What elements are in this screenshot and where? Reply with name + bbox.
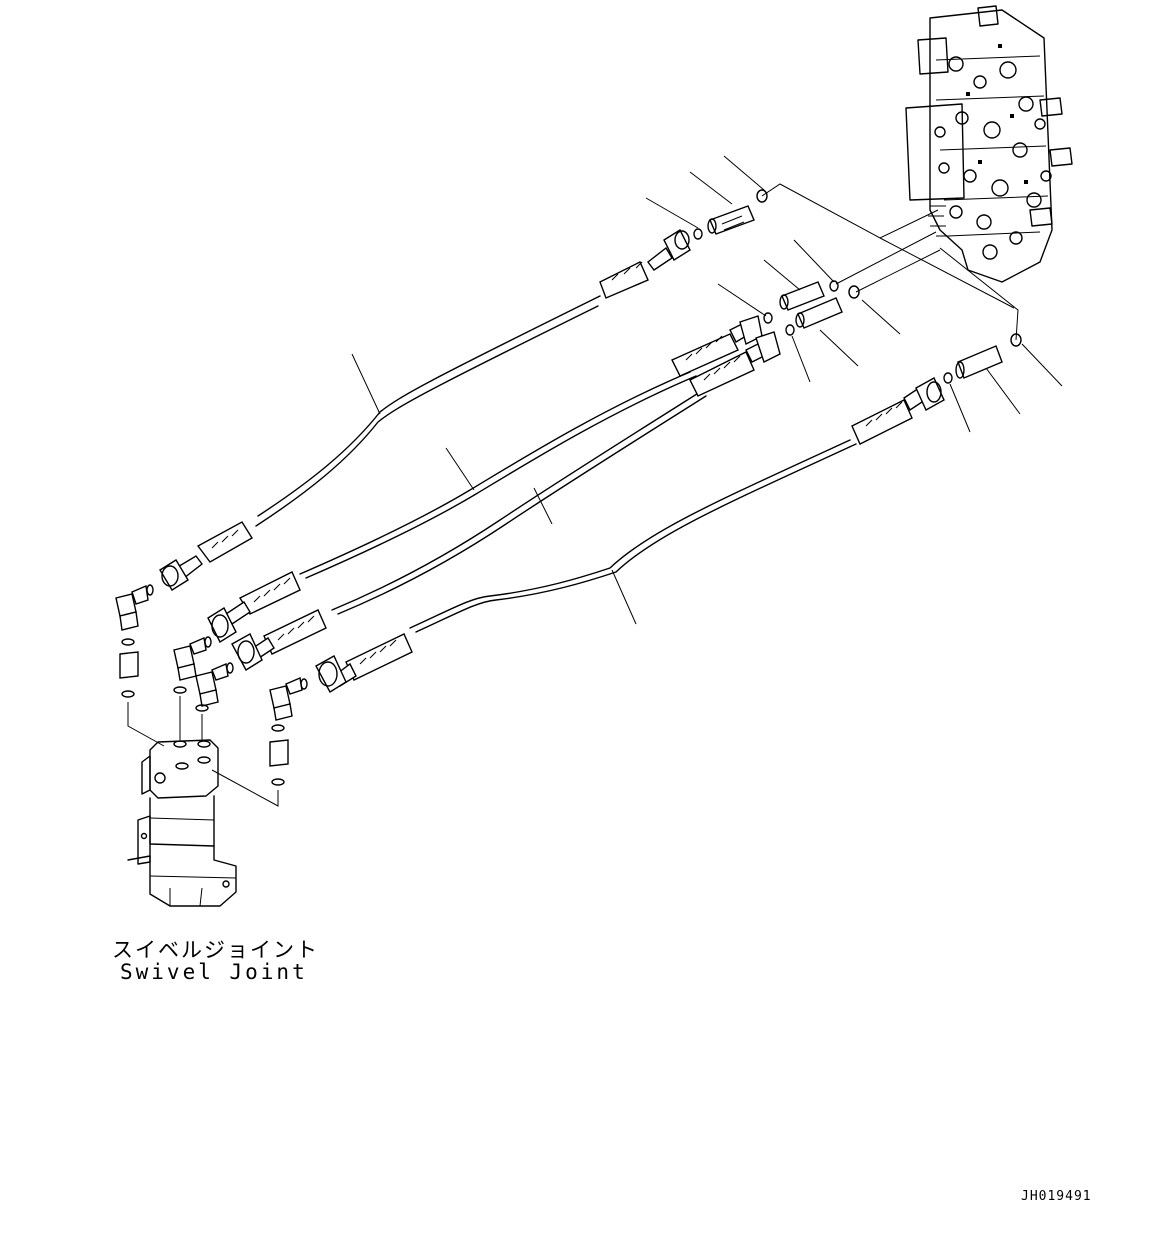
control-valve-icon <box>906 6 1072 282</box>
valve-connectors <box>646 156 1062 432</box>
swivel-fittings <box>116 585 307 806</box>
hose-1 <box>160 230 690 590</box>
swivel-joint-label-en: Swivel Joint <box>120 960 308 984</box>
swivel-joint-label-jp: スイベルジョイント <box>112 938 319 962</box>
hose-4 <box>316 378 944 692</box>
hose-3 <box>232 332 780 670</box>
hose-2 <box>208 316 762 642</box>
swivel-joint-icon <box>128 740 236 906</box>
drawing-code: JH019491 <box>1021 1189 1092 1204</box>
